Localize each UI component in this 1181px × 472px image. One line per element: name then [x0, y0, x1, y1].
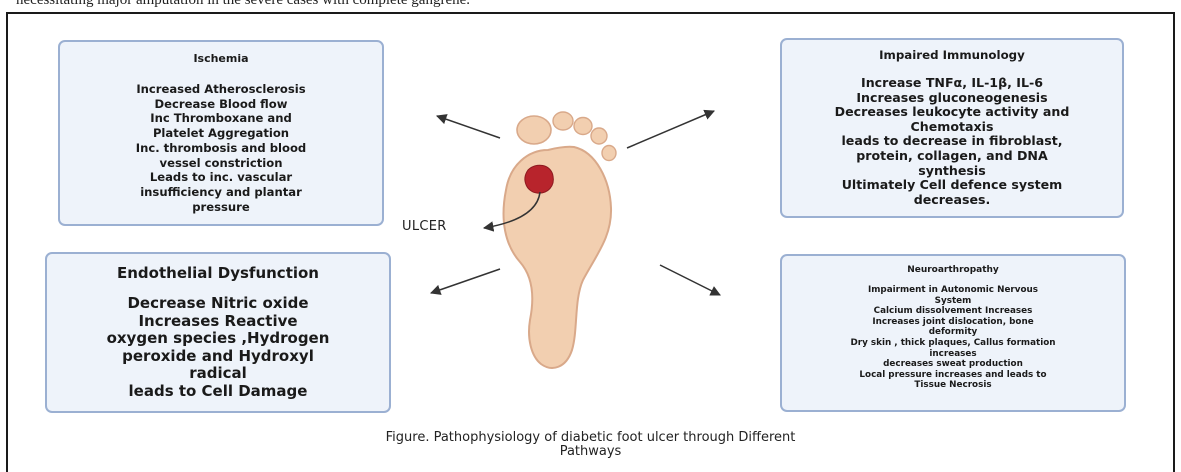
ischemia-line: insufficiency and plantar — [60, 185, 382, 200]
arrow-to-neuro — [660, 265, 720, 295]
neuro-box: Neuroarthropathy Impairment in Autonomic… — [780, 254, 1126, 412]
neuro-line: Increases joint dislocation, bone — [782, 317, 1124, 328]
endothelial-title: Endothelial Dysfunction — [47, 264, 389, 282]
toe-2 — [553, 112, 573, 130]
arrow-to-immunology — [627, 111, 714, 148]
neuro-line: System — [782, 296, 1124, 307]
ischemia-line: Platelet Aggregation — [60, 126, 382, 141]
ischemia-box: Ischemia Increased Atherosclerosis Decre… — [58, 40, 384, 226]
neuro-line: decreases sweat production — [782, 359, 1124, 370]
ischemia-line: pressure — [60, 200, 382, 215]
ischemia-line: Leads to inc. vascular — [60, 170, 382, 185]
neuro-line: increases — [782, 349, 1124, 360]
endothelial-line: oxygen species ,Hydrogen — [47, 330, 389, 348]
immunology-line: Increase TNFα, IL-1β, IL-6 — [782, 76, 1122, 91]
ischemia-title: Ischemia — [60, 52, 382, 65]
immunology-line: leads to decrease in fibroblast, — [782, 134, 1122, 149]
neuro-line: Tissue Necrosis — [782, 380, 1124, 391]
neuro-line: Impairment in Autonomic Nervous — [782, 285, 1124, 296]
endothelial-line: leads to Cell Damage — [47, 383, 389, 401]
ischemia-line: Increased Atherosclerosis — [60, 82, 382, 97]
immunology-line: Increases gluconeogenesis — [782, 91, 1122, 106]
neuro-line: Calcium dissolvement Increases — [782, 306, 1124, 317]
immunology-line: Decreases leukocyte activity and — [782, 105, 1122, 120]
endothelial-line: Increases Reactive — [47, 313, 389, 331]
immunology-line: protein, collagen, and DNA — [782, 149, 1122, 164]
big-toe — [517, 116, 551, 144]
foot-illustration — [504, 112, 616, 368]
neuro-title: Neuroarthropathy — [782, 265, 1124, 275]
endothelial-line: peroxide and Hydroxyl — [47, 348, 389, 366]
ischemia-line: vessel constriction — [60, 156, 382, 171]
ischemia-line: Inc. thrombosis and blood — [60, 141, 382, 156]
immunology-title: Impaired Immunology — [782, 48, 1122, 62]
foot-sole — [504, 147, 612, 368]
ischemia-line: Inc Thromboxane and — [60, 111, 382, 126]
neuro-line: Local pressure increases and leads to — [782, 370, 1124, 381]
immunology-line: Chemotaxis — [782, 120, 1122, 135]
immunology-line: Ultimately Cell defence system — [782, 178, 1122, 193]
immunology-line: decreases. — [782, 193, 1122, 208]
endothelial-line: Decrease Nitric oxide — [47, 295, 389, 313]
toe-3 — [574, 118, 592, 135]
immunology-line: synthesis — [782, 164, 1122, 179]
ischemia-line: Decrease Blood flow — [60, 97, 382, 112]
figure-caption-line-2: Pathways — [0, 444, 1181, 459]
neuro-line: deformity — [782, 327, 1124, 338]
arrow-to-endothelial — [431, 269, 500, 293]
neuro-line: Dry skin , thick plaques, Callus formati… — [782, 338, 1124, 349]
ulcer-label: ULCER — [402, 219, 447, 234]
ulcer-wound-icon — [525, 165, 553, 193]
endothelial-box: Endothelial Dysfunction Decrease Nitric … — [45, 252, 391, 413]
endothelial-line: radical — [47, 365, 389, 383]
toe-4 — [591, 128, 607, 144]
toe-5 — [602, 146, 616, 161]
figure-caption-line-1: Figure. Pathophysiology of diabetic foot… — [0, 430, 1181, 445]
immunology-box: Impaired Immunology Increase TNFα, IL-1β… — [780, 38, 1124, 218]
arrow-to-ischemia — [437, 116, 500, 138]
